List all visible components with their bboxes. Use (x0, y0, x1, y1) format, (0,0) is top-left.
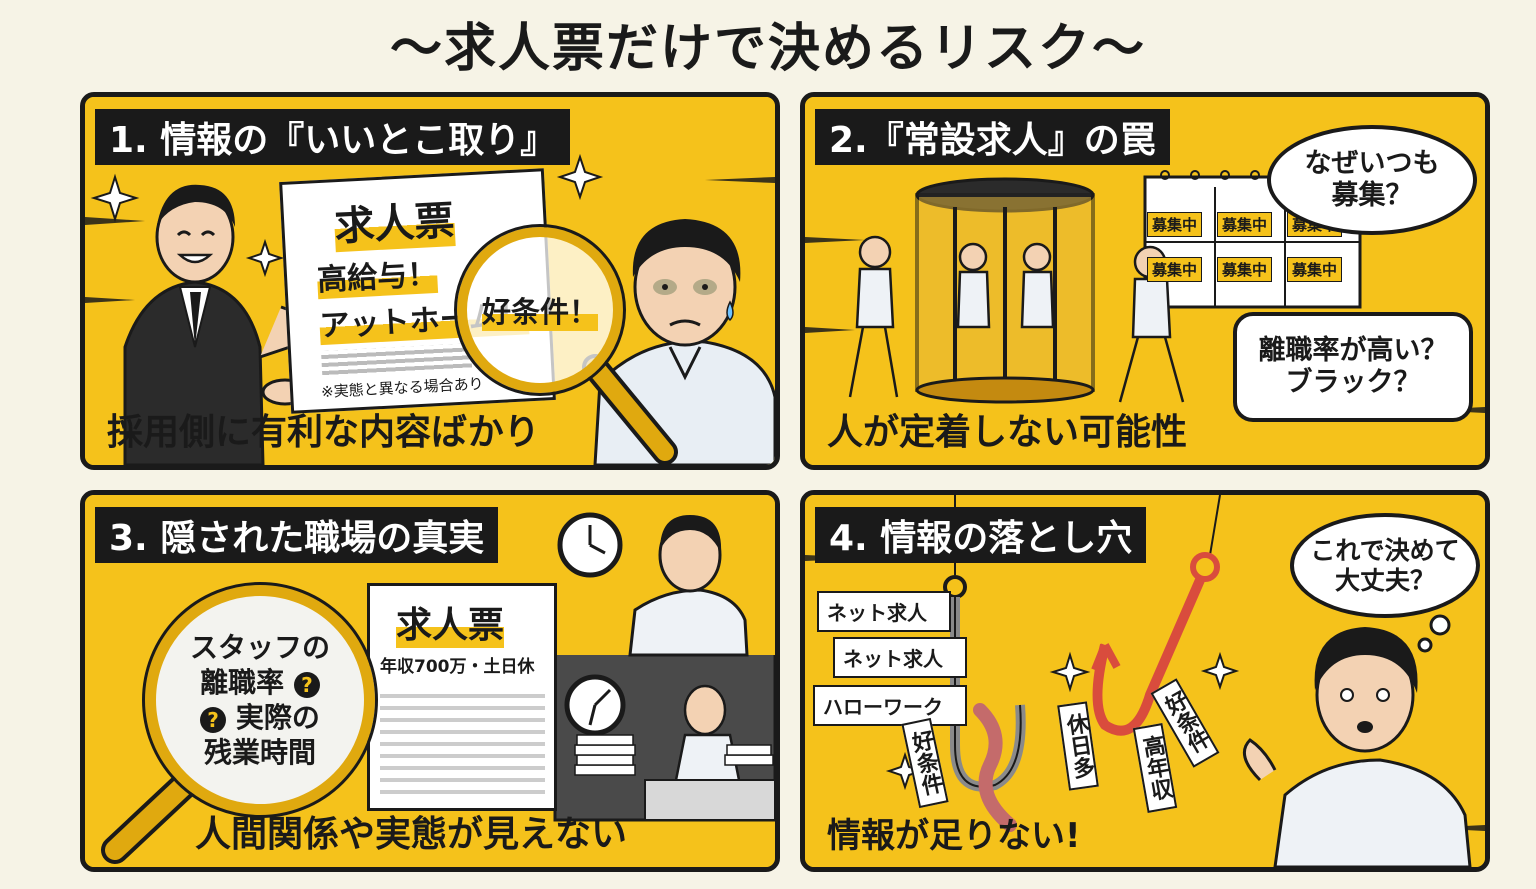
panel-hidden-truth: 3. 隠された職場の真実 求人票 年収700万・土日休 スタッフの 離職率 ? … (80, 490, 780, 872)
panel-caption: 人間関係や実態が見えない (195, 814, 628, 855)
magnifier-line-3: ? 実際の (200, 700, 320, 735)
panel-title: 2.『常設求人』の罠 (815, 109, 1170, 165)
panel-permanent-posting: 2.『常設求人』の罠 募集中 募集中 募集中 募集中 募集中 募集中 なぜいつも… (800, 92, 1490, 470)
walking-nurses (848, 235, 1185, 403)
thought-line-1: これで決めて (1310, 535, 1460, 565)
tired-worker-figure (574, 684, 775, 821)
magnifier-lens: スタッフの 離職率 ? ? 実際の 残業時間 (142, 582, 378, 818)
panel-title: 1. 情報の『いいとこ取り』 (95, 109, 571, 165)
thought-line-2: 大丈夫？ (1334, 565, 1435, 595)
thought-bubble: なぜいつも 募集？ (1267, 125, 1477, 235)
source-tag-web: ネット求人 (833, 637, 967, 678)
doc-heading: 求人票 (332, 188, 456, 253)
speech-bubble: 離職率が高い？ ブラック？ (1233, 312, 1473, 422)
source-tag-hellowork: ハローワーク (813, 685, 967, 726)
doc-note: ※実態と異なる場合あり (320, 374, 484, 402)
magnifier-line-2: 離職率 ? (200, 665, 320, 700)
magnifier-lens: 好条件！ (454, 224, 626, 396)
panel-caption: 人が定着しない可能性 (827, 412, 1188, 453)
panel-title: 3. 隠された職場の真実 (95, 507, 499, 563)
question-icon: ? (293, 672, 320, 698)
thought-line-1: なぜいつも (1304, 147, 1440, 179)
page-title: 〜求人票だけで決めるリスク〜 (389, 19, 1146, 79)
speech-line-1: 離職率が高い？ (1258, 334, 1448, 366)
question-icon: ? (200, 707, 227, 733)
doc-placeholder-lines (321, 343, 473, 378)
doc-subline: 年収700万・土日休 (380, 657, 535, 677)
magnifier-handle (582, 354, 678, 465)
magnifier-line-1: スタッフの (189, 631, 330, 664)
fishing-hook-red (1091, 495, 1221, 736)
calendar-label: 募集中 (1287, 257, 1343, 282)
clock-icon-overtime (564, 674, 626, 736)
job-posting-document: 求人票 年収700万・土日休 (367, 583, 557, 811)
worm-bait (973, 703, 1017, 832)
thought-line-2: 募集？ (1331, 180, 1413, 211)
panel-caption: 情報が足りない! (827, 816, 1081, 856)
calendar-label: 募集中 (1217, 212, 1273, 237)
calendar-label: 募集中 (1147, 212, 1203, 237)
panel-title: 4. 情報の落とし穴 (815, 507, 1147, 563)
speech-line-2: ブラック？ (1285, 367, 1421, 398)
magnifier-handle (101, 761, 209, 864)
panel-information-pitfall: 4. 情報の落とし穴 ネット求人 ネット求人 ハローワーク 好条件 休日多 高年… (800, 490, 1490, 872)
calendar-label: 募集中 (1147, 257, 1203, 282)
doc-line-high-salary: 高給与！ (315, 248, 439, 300)
anxious-nurse-figure (1242, 627, 1472, 867)
sparkle-icons (90, 153, 604, 278)
revolving-door (915, 177, 1095, 404)
magnifier-line-4: 残業時間 (203, 736, 316, 769)
thought-bubble: これで決めて 大丈夫？ (1290, 513, 1480, 618)
source-tag-web: ネット求人 (817, 591, 951, 632)
magnifier-text: 好条件！ (481, 289, 598, 331)
panel-cherry-picking: 1. 情報の『いいとこ取り』 求人票 高給与！ アットホーム！ ※実態と異なる場… (80, 92, 780, 470)
doc-heading: 求人票 (396, 596, 505, 648)
clock-icon (557, 512, 623, 578)
panel-caption: 採用側に有利な内容ばかり (107, 412, 540, 453)
calendar-label: 募集中 (1217, 257, 1273, 282)
doc-placeholder-lines (380, 686, 545, 796)
